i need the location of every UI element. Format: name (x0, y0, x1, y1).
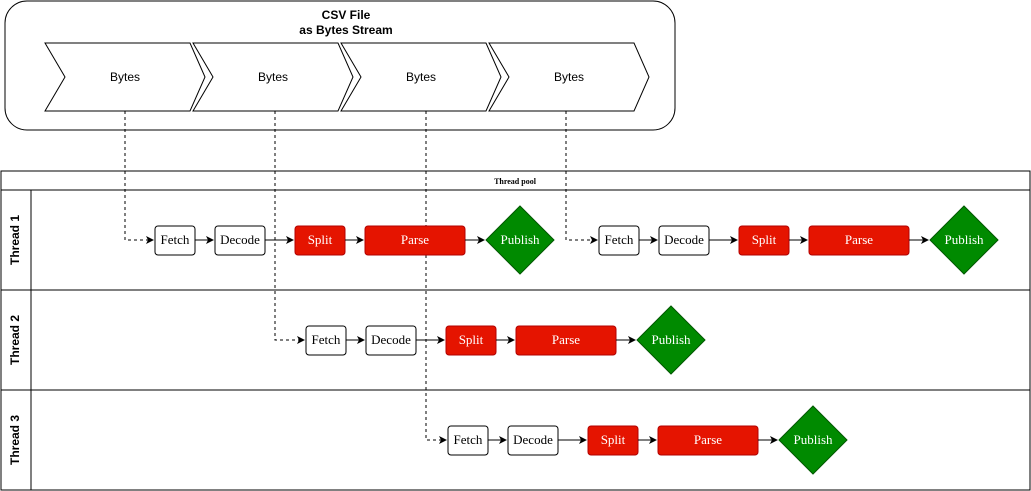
decode-step: Decode (220, 232, 260, 247)
decode-step: Decode (371, 332, 411, 347)
lane-label-thread-1: Thread 1 (8, 215, 22, 265)
pipeline-thread-2: Fetch Decode Split Parse Publish (305, 305, 706, 375)
connector-chunk-4 (565, 111, 598, 244)
split-step: Split (308, 232, 333, 247)
lane-label-thread-2: Thread 2 (8, 315, 22, 365)
decode-step: Decode (664, 232, 704, 247)
split-step: Split (459, 332, 484, 347)
publish-step: Publish (944, 232, 984, 247)
byte-chunk-label: Bytes (406, 70, 436, 84)
byte-chunk-label: Bytes (258, 70, 288, 84)
split-step: Split (752, 232, 777, 247)
csv-file-title: CSV File (322, 8, 371, 22)
pipeline-thread-1-b: Fetch Decode Split Parse Publish (598, 205, 999, 275)
connector-chunk-3 (425, 111, 447, 444)
byte-chunk-label: Bytes (554, 70, 584, 84)
pipeline-thread-3: Fetch Decode Split Parse Publish (447, 405, 848, 475)
parse-step: Parse (401, 232, 429, 247)
publish-step: Publish (500, 232, 540, 247)
connector-chunk-1 (124, 111, 154, 244)
byte-chunk-label: Bytes (110, 70, 140, 84)
publish-step: Publish (793, 432, 833, 447)
decode-step: Decode (513, 432, 553, 447)
byte-chunk-4: Bytes (488, 42, 650, 112)
byte-chunk-2: Bytes (192, 42, 354, 112)
connector-chunk-2 (274, 111, 305, 344)
byte-chunk-1: Bytes (44, 42, 206, 112)
fetch-step: Fetch (605, 232, 634, 247)
fetch-step: Fetch (161, 232, 190, 247)
thread-pool-title: Thread pool (494, 177, 537, 186)
lane-label-thread-3: Thread 3 (8, 415, 22, 465)
byte-chunk-3: Bytes (340, 42, 502, 112)
fetch-step: Fetch (312, 332, 341, 347)
parse-step: Parse (845, 232, 873, 247)
split-step: Split (601, 432, 626, 447)
parse-step: Parse (552, 332, 580, 347)
csv-file-subtitle: as Bytes Stream (299, 23, 392, 37)
pipeline-thread-1-a: Fetch Decode Split Parse Publish (154, 205, 555, 275)
publish-step: Publish (651, 332, 691, 347)
csv-file-container: CSV File as Bytes Stream Bytes Bytes Byt… (4, 0, 676, 131)
fetch-step: Fetch (454, 432, 483, 447)
parse-step: Parse (694, 432, 722, 447)
dashed-connectors (124, 111, 598, 444)
